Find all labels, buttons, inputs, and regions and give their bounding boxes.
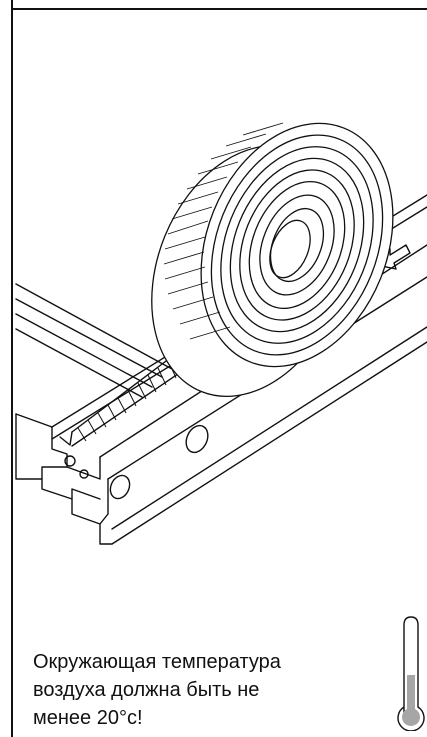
thermometer-icon [397,616,425,731]
direction-arrow-icon [371,244,411,270]
tape-roll [151,122,394,398]
tape-roll-on-profile-illustration [15,122,427,545]
frame-left-line [11,0,13,737]
caption-line-3: менее 20°с! [33,707,143,729]
caption-line-1: Окружающая температура [33,651,281,673]
frame-top-line [11,8,427,10]
temperature-caption: Окружающая температура воздуха должна бы… [33,648,353,732]
frame-bottom-left-line [11,709,13,737]
roll-rim-hatching [163,122,284,340]
caption-line-2: воздуха должна быть не [33,679,260,701]
